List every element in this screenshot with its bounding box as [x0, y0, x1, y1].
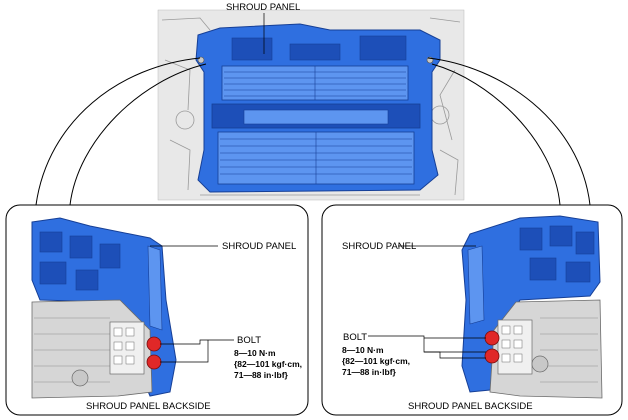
left-bolt-upper — [146, 336, 162, 352]
left-bolts — [146, 336, 162, 370]
right-bolt-upper — [484, 330, 500, 346]
top-overview: SHROUD PANEL — [157, 2, 465, 201]
left-bolt-lower — [146, 354, 162, 370]
right-torque-line3: 71—88 in·lbf} — [342, 367, 397, 377]
right-leaders — [368, 245, 486, 359]
right-detail: SHROUD PANEL BOLT 8—10 N·m {82—101 kgf·c… — [321, 204, 623, 416]
left-radiator-part — [31, 299, 153, 399]
right-shroud-panel-label: SHROUD PANEL — [342, 241, 416, 252]
engine-bay-lines — [161, 17, 461, 196]
callout-arcs — [35, 57, 591, 206]
left-detail: SHROUD PANEL BOLT 8—10 N·m {82—101 kgf·c… — [5, 204, 309, 416]
right-bolt-lower — [484, 348, 500, 364]
left-torque-line1: 8—10 N·m — [234, 348, 276, 358]
right-bolt-label: BOLT — [343, 332, 367, 343]
left-caption: SHROUD PANEL BACKSIDE — [86, 401, 211, 412]
left-bolt-label: BOLT — [237, 335, 261, 346]
left-torque-line2: {82—101 kgf·cm, — [234, 359, 302, 369]
shroud-panel-top — [195, 23, 441, 193]
top-shroud-panel-label: SHROUD PANEL — [226, 2, 300, 13]
left-shroud-panel-label: SHROUD PANEL — [222, 241, 296, 252]
right-caption: SHROUD PANEL BACKSIDE — [408, 401, 533, 412]
left-torque-line3: 71—88 in·lbf} — [234, 370, 289, 380]
right-torque-line2: {82—101 kgf·cm, — [342, 356, 410, 366]
left-leaders — [150, 245, 234, 363]
right-radiator-part — [489, 299, 603, 399]
right-torque-line1: 8—10 N·m — [342, 345, 384, 355]
